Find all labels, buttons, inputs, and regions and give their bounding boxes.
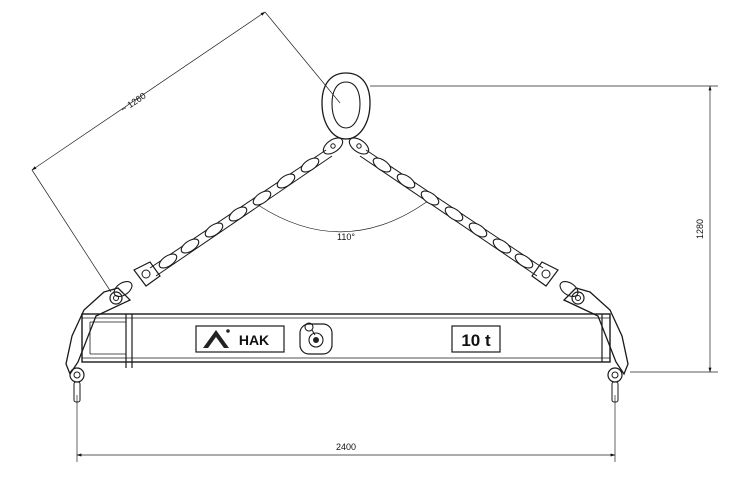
capacity-plate: 10 t	[451, 325, 501, 353]
center-indicator	[299, 322, 333, 355]
height-dimension: 1280	[370, 85, 718, 373]
sling-angle-dimension: 110°	[257, 197, 433, 242]
right-chain	[359, 149, 579, 298]
width-label: 2400	[336, 442, 356, 452]
left-chain	[113, 149, 333, 298]
brand-plate: HAK	[195, 325, 285, 353]
chain-length-label: ~ 1260	[119, 91, 148, 115]
capacity-label: 10 t	[461, 331, 491, 350]
spreader-beam: HAK 10 t	[65, 287, 629, 403]
left-top-pin	[109, 291, 123, 305]
sling-angle-label: 110°	[337, 232, 355, 242]
width-dimension: 2400	[76, 395, 616, 462]
right-top-pin	[571, 291, 585, 305]
master-link	[321, 72, 371, 155]
right-bottom-pin	[607, 367, 623, 403]
height-label: 1280	[695, 219, 705, 239]
left-bottom-pin	[69, 367, 85, 403]
brand-label: HAK	[239, 332, 269, 348]
